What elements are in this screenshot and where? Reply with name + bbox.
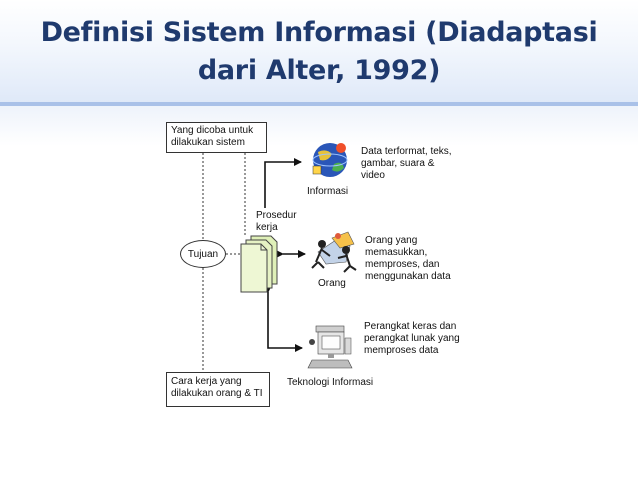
component-label-orang: Orang [318,278,346,289]
system-purpose-text: Yang dicoba untuk dilakukan sistem [171,125,254,148]
system-purpose-box: Yang dicoba untuk dilakukan sistem [166,122,267,153]
procedure-label: Prosedur kerja [256,210,297,233]
component-label-teknologi: Teknologi Informasi [287,377,374,388]
component-desc-informasi: Data terformat, teks, gambar, suara & vi… [361,146,452,181]
work-method-box: Cara kerja yang dilakukan orang & TI [166,372,270,407]
component-label-informasi: Informasi [307,186,349,197]
slide-title: Definisi Sistem Informasi (Diadaptasi da… [20,14,618,90]
component-desc-orang: Orang yang memasukkan, memproses, dan me… [365,235,451,282]
component-desc-teknologi: Perangkat keras dan perangkat lunak yang… [364,321,460,356]
work-method-text: Cara kerja yang dilakukan orang & TI [171,376,263,399]
goal-ellipse: Tujuan [180,240,226,268]
title-shadow-fade [0,106,638,146]
slide-title-line-1: Definisi Sistem Informasi (Diadaptasi [40,17,598,48]
goal-label: Tujuan [187,248,219,260]
slide-title-line-2: dari Alter, 1992) [197,55,441,86]
arrow-to-teknologi [264,285,303,352]
title-band [0,0,638,106]
arrow-to-informasi [264,158,302,208]
